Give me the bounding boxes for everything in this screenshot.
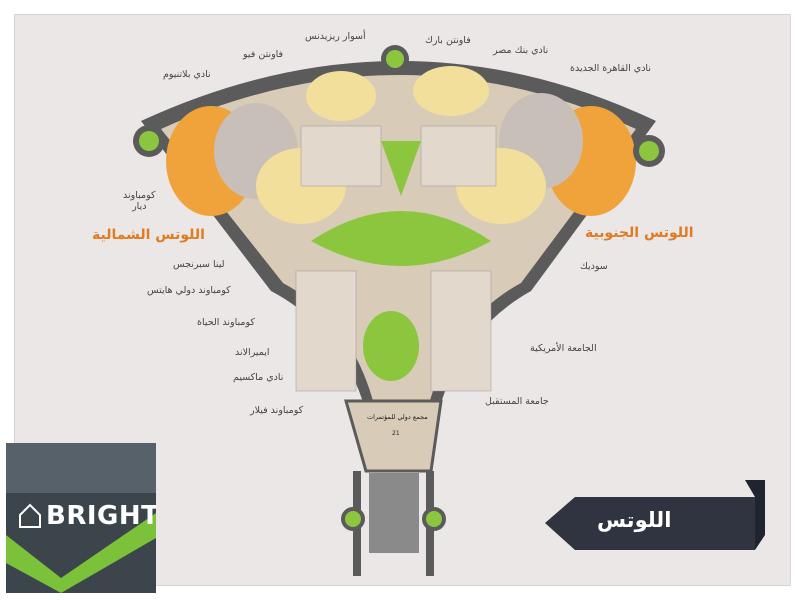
lower-plots-left [295,270,357,392]
label-bank-misr-club: نادي بنك مصر [493,45,549,56]
top-roundabout-center [386,50,404,68]
house-icon [19,503,41,528]
label-lena-springs: لينا سبرنجس [173,259,225,270]
label-compound-dolly-heights: كومباوند دولي هايتس [147,285,231,296]
label-sodic: سوديك [580,261,608,272]
right-roundabout-center [639,141,659,161]
logo-sky [6,443,156,493]
label-lotus-north: اللوتس الشمالية [92,227,205,243]
label-lotus-south: اللوتس الجنوبية [585,225,694,241]
label-future-university: جامعة المستقبل [485,396,549,407]
central-park [311,211,491,266]
label-american-university: الجامعة الأمريكية [530,343,597,354]
banner-title: اللوتس [597,508,672,532]
banner-fold [745,480,765,550]
label-maxim-club: نادي ماكسيم [233,372,284,383]
central-triangle-green [381,141,421,196]
label-fountain-park: فاونتن بارك [425,35,471,46]
master-plan-map [133,45,665,576]
label-compound-villar: كومباوند فيلار [250,405,304,416]
label-sports-complex: مجمع دولي للمؤتمرات [367,413,428,421]
title-banner [545,480,765,550]
left-roundabout-center [139,131,159,151]
label-new-cairo-club: نادي القاهرة الجديدة [570,63,651,74]
label-emerald: ايميرالاند [235,347,270,358]
logo-text: BRIGHT [46,501,156,531]
logo-graphic [6,443,156,593]
bottom-roundabout-right [422,507,446,531]
label-plot-21: 21 [392,430,400,437]
logo-check-green [6,513,156,593]
north-top-yellow-plots [306,71,376,121]
lower-park [363,311,419,381]
label-fountain-view: فاونتن فيو [243,49,284,60]
parking-lot [369,473,419,553]
bottom-roundabout-left [341,507,365,531]
label-aswar-residence: أسوار ريزيدنس [305,31,366,42]
south-top-yellow-plots [413,66,489,116]
map-frame: أسوار ريزيدنس فاونتن بارك نادي بنك مصر ن… [14,14,791,586]
lower-plots-right [430,270,492,392]
bright-logo: BRIGHT [6,443,156,593]
center-plots-left [300,125,382,187]
center-plots-right [420,125,497,187]
banner-shape [545,497,755,550]
label-platinum-club: نادي بلاتنيوم [163,69,211,80]
label-compound-life: كومباوند الحياة [197,317,255,328]
label-compound-diar: كومباوند ديار [123,190,156,212]
